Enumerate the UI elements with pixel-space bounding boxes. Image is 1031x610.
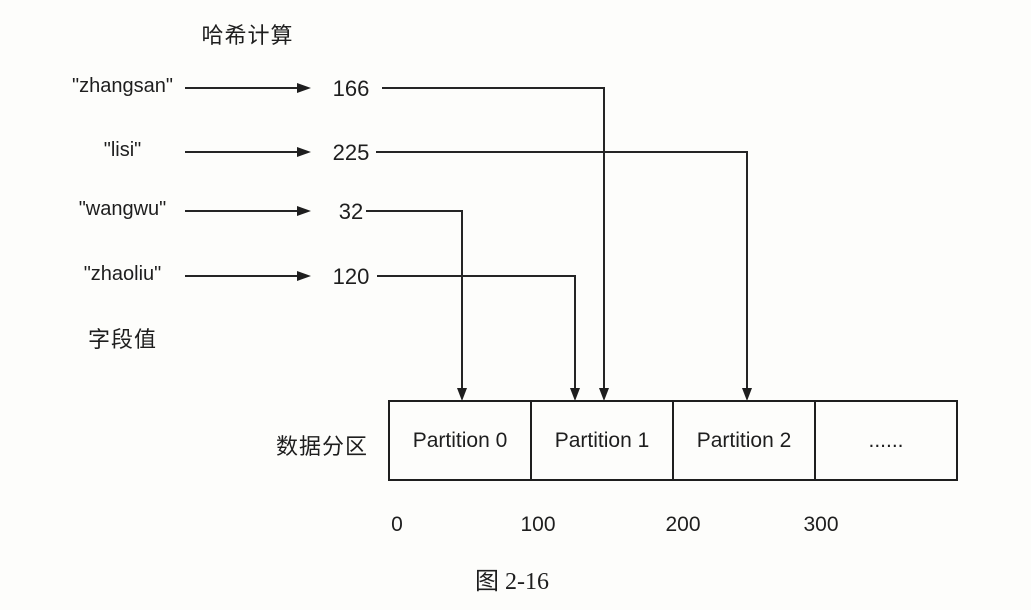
arrow-down-icon bbox=[742, 388, 752, 401]
data-partition-label: 数据分区 bbox=[275, 434, 368, 459]
connector-120-hline bbox=[377, 275, 576, 277]
hash-arrow-line bbox=[185, 87, 297, 89]
figure-caption: 图 2-16 bbox=[475, 569, 549, 595]
axis-tick-100: 100 bbox=[520, 513, 556, 536]
partition-ellipsis-cell: ...... bbox=[814, 402, 956, 479]
connector-166-vline bbox=[603, 87, 605, 390]
connector-32-hline bbox=[366, 210, 463, 212]
arrow-down-icon bbox=[599, 388, 609, 401]
connector-166-hline bbox=[382, 87, 605, 89]
hash-arrow-line bbox=[185, 210, 297, 212]
partition-0-cell: Partition 0 bbox=[412, 428, 508, 452]
arrow-right-icon bbox=[297, 147, 311, 157]
connector-225-vline bbox=[746, 151, 748, 390]
hash-computation-label: 哈希计算 bbox=[201, 23, 294, 48]
arrow-right-icon bbox=[297, 83, 311, 93]
hash-arrow-line bbox=[185, 151, 297, 153]
hash-value-32: 32 bbox=[338, 199, 364, 224]
axis-tick-300: 300 bbox=[803, 513, 839, 536]
partition-2-cell: Partition 2 bbox=[672, 402, 814, 479]
partition-box-row: Partition 0 Partition 1 Partition 2 ....… bbox=[388, 400, 958, 481]
hash-arrow-line bbox=[185, 275, 297, 277]
hash-value-225: 225 bbox=[332, 140, 370, 165]
hash-value-166: 166 bbox=[332, 76, 370, 101]
field-value-label: 字段值 bbox=[87, 327, 157, 352]
field-value-zhangsan: "zhangsan" bbox=[72, 75, 173, 97]
hash-value-120: 120 bbox=[332, 264, 370, 289]
connector-32-vline bbox=[461, 210, 463, 390]
arrow-right-icon bbox=[297, 271, 311, 281]
field-value-lisi: "lisi" bbox=[103, 139, 142, 161]
connector-225-hline bbox=[376, 151, 748, 153]
arrow-down-icon bbox=[457, 388, 467, 401]
arrow-right-icon bbox=[297, 206, 311, 216]
field-value-zhaoliu: "zhaoliu" bbox=[83, 263, 162, 285]
axis-tick-200: 200 bbox=[665, 513, 701, 536]
arrow-down-icon bbox=[570, 388, 580, 401]
partition-1-cell: Partition 1 bbox=[530, 402, 672, 479]
field-value-wangwu: "wangwu" bbox=[78, 198, 167, 220]
axis-tick-0: 0 bbox=[391, 513, 403, 536]
connector-120-vline bbox=[574, 275, 576, 390]
